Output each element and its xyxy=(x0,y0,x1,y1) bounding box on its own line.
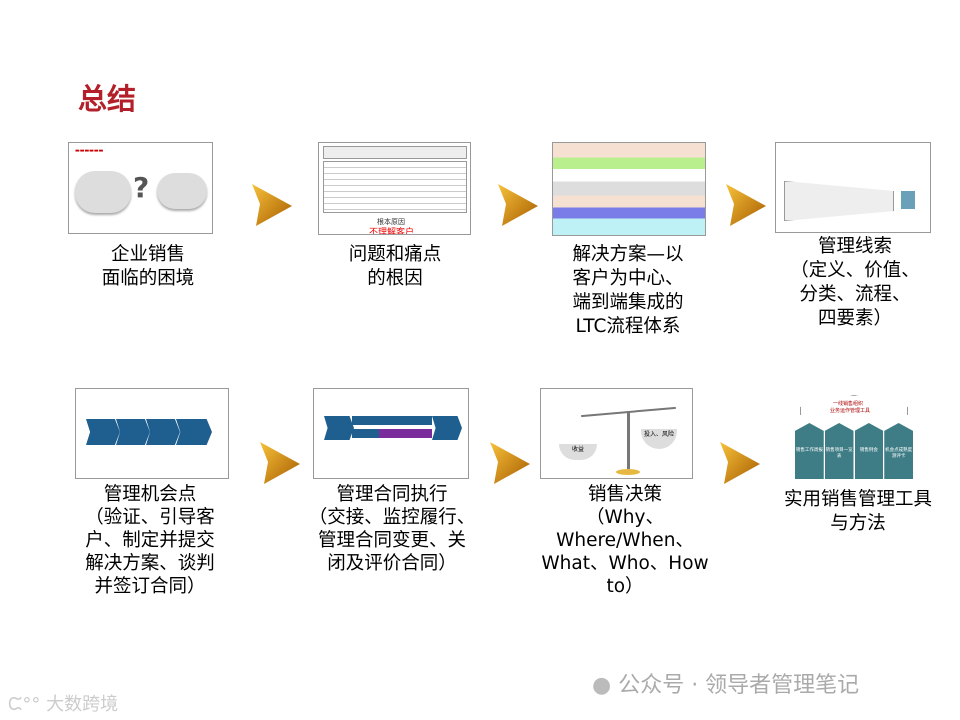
thumbnail-balance-scale: 收益 投入、风险 xyxy=(540,388,693,479)
roof-line-1: 一线销售组织 xyxy=(833,401,864,407)
question-mark-icon: ? xyxy=(133,171,150,204)
caption-line: 实用销售管理工具 xyxy=(783,489,933,510)
wechat-watermark: ● 公众号 · 领导者管理笔记 xyxy=(592,667,859,699)
thumbnail-ltc-process xyxy=(552,142,706,236)
thumbnail-tools-house: 一线销售组织 业务运作管理工具 销售工作周报 销售项目一览表 销售例会 机会点成… xyxy=(795,395,913,479)
wechat-icon: ● xyxy=(592,673,612,698)
caption-line: 销售决策 xyxy=(587,484,662,505)
left-pan-label: 收益 xyxy=(559,444,597,460)
root-cause-label: 根本原因 xyxy=(377,218,405,226)
thumbnail-sales-dilemma: ▬▬▬▬▬▬ ? xyxy=(68,142,213,234)
arrow-right-icon xyxy=(726,184,766,226)
thumbnail-lead-funnel xyxy=(775,142,931,233)
caption-line: 户、制定并提交 xyxy=(85,530,215,551)
logo-icon: ᙅ°° xyxy=(8,694,41,715)
caption-line: 并签订合同） xyxy=(94,576,206,597)
caption-line: （Why、 xyxy=(586,507,664,528)
caption-sales-tools: 实用销售管理工具 与方法 xyxy=(784,488,932,536)
pillar-project-list: 销售项目一览表 xyxy=(824,423,854,479)
slide-title: 总结 xyxy=(78,82,137,116)
caption-line: 与方法 xyxy=(830,513,886,534)
logo-watermark-text: 大数跨境 xyxy=(46,694,119,715)
root-cause-highlight: 不理解客户 xyxy=(369,228,415,235)
caption-root-cause: 问题和痛点 的根因 xyxy=(349,243,442,291)
arrow-right-icon xyxy=(490,442,530,484)
caption-line: LTC流程体系 xyxy=(575,316,681,337)
caption-line: 问题和痛点 xyxy=(348,244,442,265)
caption-line: （交接、监控履行、 xyxy=(308,507,476,528)
logo-watermark: ᙅ°° 大数跨境 xyxy=(8,690,118,716)
caption-line: 闭及评价合同） xyxy=(327,553,457,574)
caption-line: 解决方案、谈判 xyxy=(85,553,215,574)
caption-line: 管理线索 xyxy=(817,236,893,257)
caption-line: 客户为中心、 xyxy=(572,268,684,289)
pillar-sales-meeting: 销售例会 xyxy=(854,423,884,479)
caption-manage-leads: 管理线索 （定义、价值、 分类、流程、 四要素） xyxy=(790,235,920,331)
right-pan-label: 投入、风险 xyxy=(641,429,677,449)
caption-line: 管理机会点 xyxy=(103,484,197,505)
caption-line: 的根因 xyxy=(367,268,423,289)
thumbnail-contract xyxy=(313,388,469,479)
arrow-right-icon xyxy=(720,442,760,484)
pillar-maturity-card: 机会点成熟度测评卡 xyxy=(884,423,913,479)
caption-line: （定义、价值、 xyxy=(790,260,920,281)
caption-sales-dilemma: 企业销售 面临的困境 xyxy=(102,243,195,291)
arrow-right-icon xyxy=(260,442,300,484)
caption-sales-decision: 销售决策 （Why、 Where/When、 What、Who、How to） xyxy=(541,483,708,598)
pillar-weekly-report: 销售工作周报 xyxy=(795,423,824,479)
caption-line: 四要素） xyxy=(817,308,893,329)
caption-line: 解决方案—以 xyxy=(572,244,684,265)
caption-line: 管理合同执行 xyxy=(336,484,448,505)
caption-line: （验证、引导客 xyxy=(85,507,215,528)
caption-line: 企业销售 xyxy=(110,244,186,265)
caption-line: 分类、流程、 xyxy=(799,284,911,305)
caption-line: What、Who、How xyxy=(541,553,709,574)
caption-line: Where/When、 xyxy=(556,530,694,551)
thumbnail-root-cause: 根本原因 不理解客户 xyxy=(318,142,471,235)
arrow-right-icon xyxy=(498,184,538,226)
caption-line: to） xyxy=(606,576,644,597)
thumbnail-opportunity xyxy=(75,388,229,479)
caption-line: 面临的困境 xyxy=(101,268,195,289)
caption-manage-contract: 管理合同执行 （交接、监控履行、 管理合同变更、关 闭及评价合同） xyxy=(309,483,476,575)
roof-line-2: 业务运作管理工具 xyxy=(830,408,871,414)
caption-ltc-solution: 解决方案—以 客户为中心、 端到端集成的 LTC流程体系 xyxy=(572,243,683,339)
wechat-watermark-text: 公众号 · 领导者管理笔记 xyxy=(618,673,860,698)
caption-line: 管理合同变更、关 xyxy=(317,530,467,551)
arrow-right-icon xyxy=(252,184,292,226)
caption-manage-opportunity: 管理机会点 （验证、引导客 户、制定并提交 解决方案、谈判 并签订合同） xyxy=(85,483,215,598)
caption-line: 端到端集成的 xyxy=(572,292,684,313)
